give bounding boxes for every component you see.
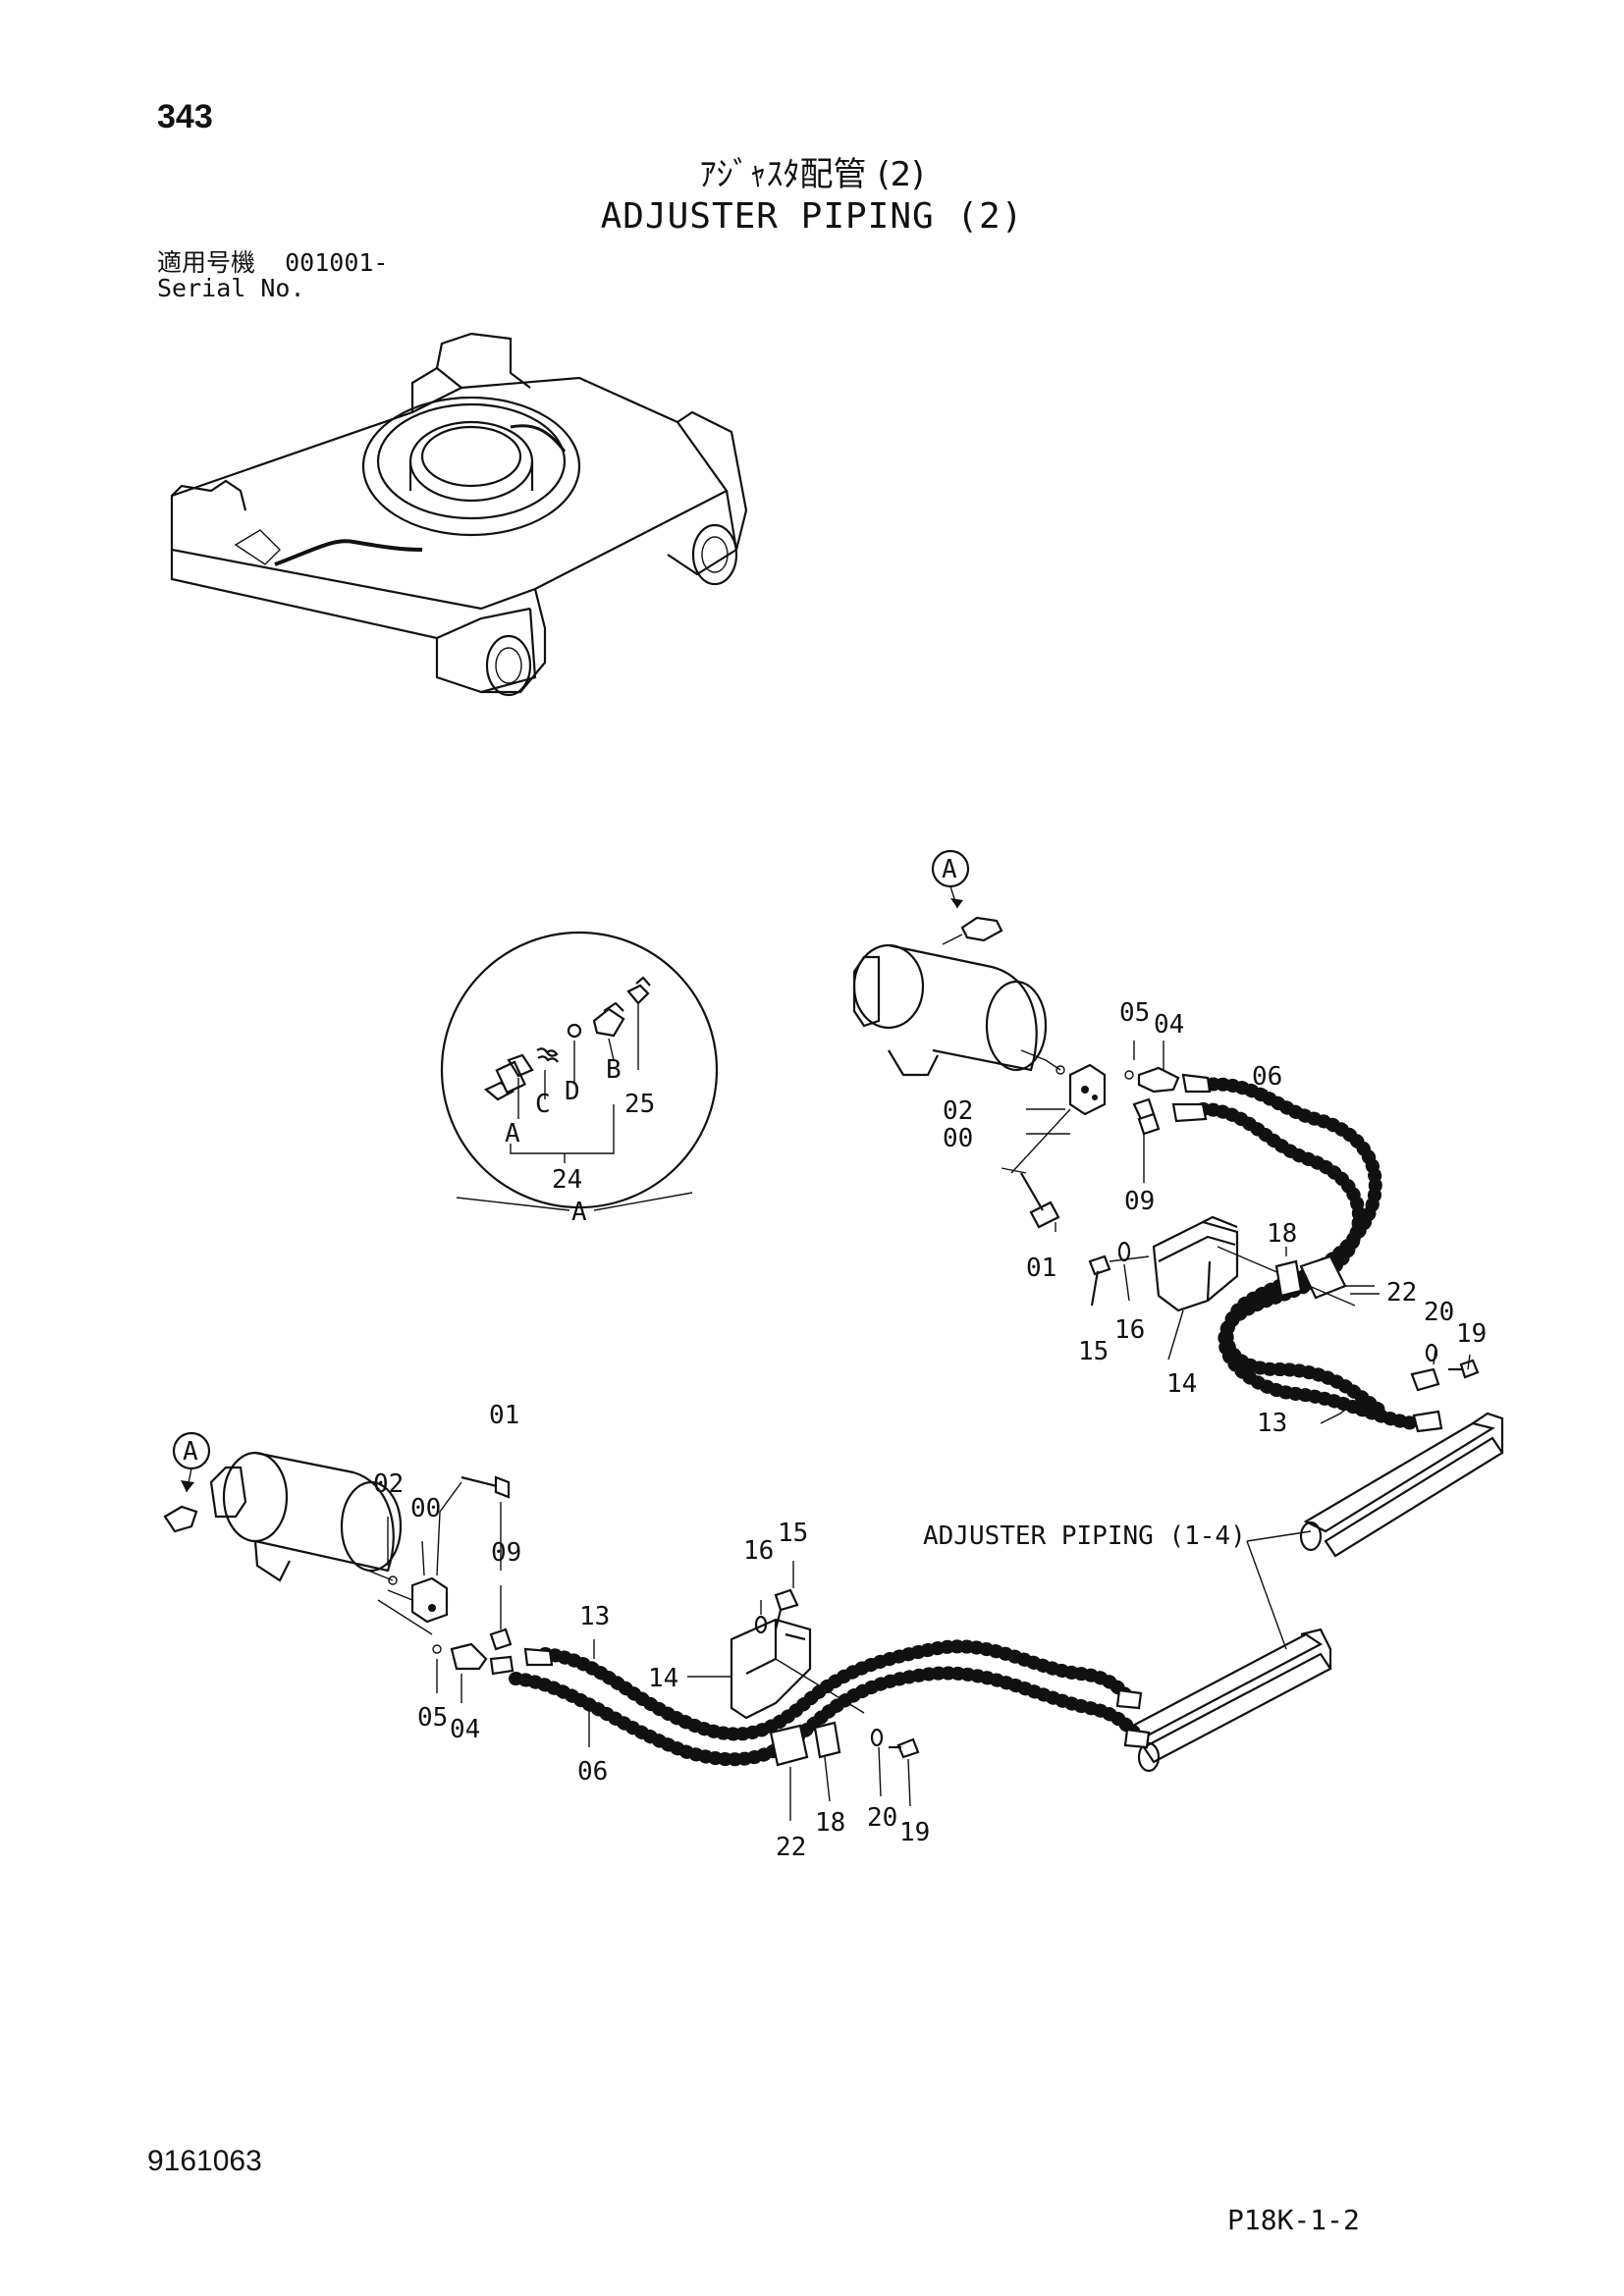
label-detail-b: B — [606, 1055, 622, 1085]
track-frame-overview — [170, 332, 748, 697]
ball-d — [567, 1023, 582, 1039]
label-detail-a: A — [505, 1119, 520, 1148]
svg-text:A: A — [183, 1437, 198, 1467]
label-upper-02: 02 — [943, 1096, 973, 1126]
upper-bracket-14 — [1152, 1215, 1239, 1361]
label-lower-16: 16 — [743, 1536, 774, 1566]
label-detail-24: 24 — [552, 1165, 582, 1195]
label-detail-c: C — [535, 1090, 551, 1119]
upper-block-00 — [1020, 1049, 1107, 1116]
serial-value: 001001- — [285, 248, 389, 277]
label-lower-06: 06 — [577, 1757, 608, 1787]
lower-adjuster-cylinder — [209, 1451, 403, 1582]
label-lower-20: 20 — [867, 1803, 897, 1833]
document-number: 9161063 — [147, 2145, 262, 2177]
label-upper-13: 13 — [1257, 1409, 1287, 1438]
lower-adjuster-assembly: A — [163, 1401, 1151, 1862]
label-upper-15: 15 — [1078, 1337, 1109, 1366]
label-upper-00: 00 — [943, 1124, 973, 1153]
label-detail-25: 25 — [624, 1090, 655, 1119]
label-upper-14: 14 — [1166, 1369, 1197, 1399]
label-lower-14: 14 — [648, 1664, 678, 1693]
label-lower-02: 02 — [373, 1469, 404, 1499]
label-lower-15: 15 — [778, 1519, 808, 1548]
label-adjuster-piping-ref: ADJUSTER PIPING (1-4) — [923, 1522, 1246, 1551]
label-lower-19: 19 — [899, 1818, 930, 1847]
label-upper-19: 19 — [1456, 1319, 1487, 1349]
upper-adjuster-assembly: A — [852, 849, 1487, 1438]
label-upper-06: 06 — [1252, 1062, 1282, 1092]
label-detail-d: D — [565, 1077, 580, 1106]
label-lower-18: 18 — [815, 1808, 845, 1838]
nut-b — [592, 1001, 625, 1038]
label-lower-00: 00 — [410, 1494, 441, 1523]
label-lower-09: 09 — [491, 1538, 521, 1568]
spring-c — [536, 1047, 559, 1063]
adjuster-piping-reference: ADJUSTER PIPING (1-4) — [923, 1412, 1504, 1773]
label-lower-04: 04 — [450, 1715, 480, 1744]
page-reference: P18K-1-2 — [1227, 2204, 1360, 2236]
label-upper-16: 16 — [1114, 1315, 1145, 1345]
detail-marker-upper: A — [931, 849, 970, 909]
serial-info: 適用号機 001001- Serial No. — [157, 250, 388, 301]
serial-label-jp: 適用号機 — [157, 248, 256, 277]
fitting-a — [483, 1053, 534, 1101]
title-japanese: ｱｼﾞｬｽﾀ配管 (2) — [699, 155, 925, 194]
detail-marker-lower: A — [172, 1431, 211, 1493]
page-number: 343 — [157, 98, 213, 135]
lower-hose-13 — [538, 1639, 1136, 1741]
upper-adjuster-cylinder — [852, 943, 1048, 1077]
title-english: ADJUSTER PIPING (2) — [600, 196, 1024, 237]
label-lower-13: 13 — [579, 1602, 610, 1631]
plug-25 — [626, 976, 651, 1005]
label-detail-a-caption: A — [571, 1198, 587, 1227]
label-upper-09: 09 — [1124, 1187, 1155, 1216]
label-upper-05: 05 — [1119, 998, 1150, 1028]
label-lower-22: 22 — [776, 1833, 806, 1862]
serial-label-en: Serial No. — [157, 274, 305, 302]
svg-text:A: A — [942, 855, 957, 884]
label-upper-22: 22 — [1386, 1278, 1417, 1308]
detail-a-view: A C D B 24 25 A — [440, 931, 719, 1227]
label-upper-01: 01 — [1026, 1254, 1056, 1283]
label-lower-01: 01 — [489, 1401, 519, 1430]
label-upper-20: 20 — [1424, 1298, 1454, 1327]
label-lower-05: 05 — [417, 1703, 448, 1733]
label-upper-04: 04 — [1154, 1010, 1184, 1040]
label-upper-18: 18 — [1267, 1219, 1297, 1249]
